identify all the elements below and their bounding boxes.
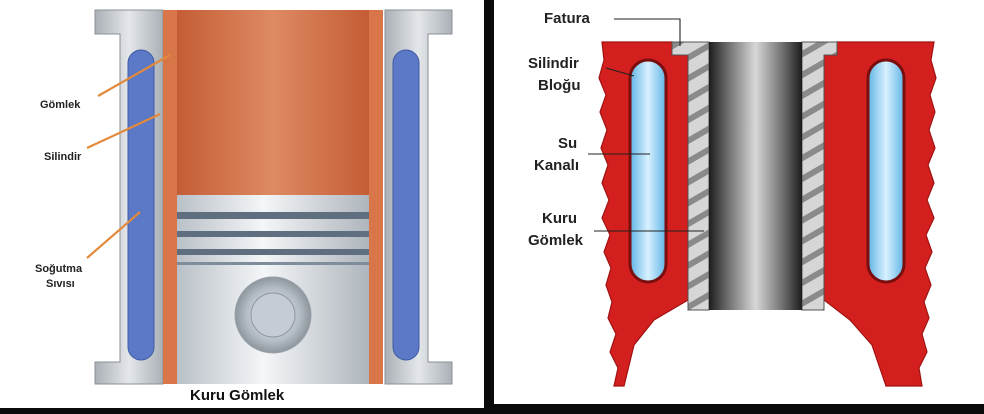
label-kuru-gomlek-line2: Gömlek [528,232,584,249]
coolant-channel-right [392,49,420,361]
water-channel-right [866,58,906,284]
label-kuru-gomlek-line1: Kuru [542,210,577,227]
cylinder-bore [177,10,369,195]
dry-liner-illustration [86,9,453,385]
label-su-kanali-line1: Su [558,135,578,152]
label-fatura: Fatura [544,10,590,27]
liner-wall-left [163,10,177,384]
water-channel-left [628,58,668,284]
diagram-caption: Kuru Gömlek [190,387,285,404]
piston [177,195,369,384]
liner-wall-right [369,10,383,384]
label-silindir: Silindir [44,151,82,163]
label-arrows [86,54,171,259]
label-sogutma-line1: Soğutma [35,263,83,275]
left-diagram-panel: Gömlek Silindir Soğutma Sıvısı Kuru Göml… [0,0,484,408]
label-silindir-blogu-line2: Bloğu [538,77,581,94]
block-cross-section [588,18,937,387]
label-silindir-blogu-line1: Silindir [528,55,579,72]
coolant-channel-left [127,49,155,361]
label-su-kanali-line2: Kanalı [534,157,580,174]
leader-lines [588,18,704,232]
right-diagram-panel: Fatura Silindir Bloğu Su Kanalı Kuru Göm… [494,0,984,404]
label-gomlek: Gömlek [40,99,81,111]
label-sogutma-line2: Sıvısı [46,278,75,290]
